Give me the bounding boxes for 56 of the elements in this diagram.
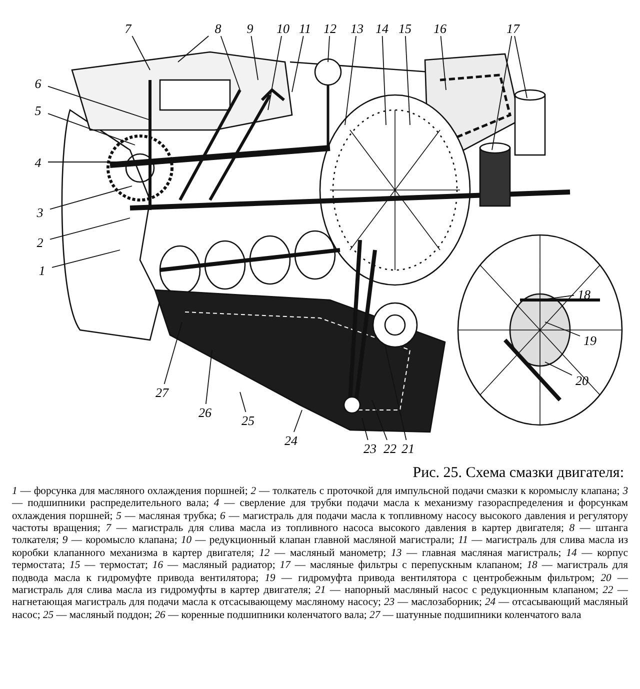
leader-line [292,36,304,92]
callout-number: 3 [36,206,44,218]
callout-number: 9 [246,22,254,34]
leader-line [220,36,240,90]
callout-number: 10 [276,22,290,34]
callout-number: 17 [506,22,520,34]
callout-number: 2 [36,236,44,248]
leader-line [492,36,512,150]
callout-number: 1 [38,264,46,276]
figure-title: Рис. 25. Схема смазки двигателя: [412,464,624,483]
callout-number: 25 [242,414,254,426]
leader-line [344,36,356,126]
callout-number: 18 [578,288,590,300]
leader-line [362,418,368,440]
callout-number: 6 [34,76,42,90]
leader-line [50,218,130,240]
leader-line [250,36,258,80]
callout-number: 4 [34,156,42,168]
callout-number: 21 [402,442,414,454]
callout-number: 22 [384,442,396,454]
callout-number: 19 [584,334,596,346]
callout-number: 24 [284,434,298,446]
leader-line [544,322,580,336]
callout-number: 26 [198,406,212,418]
leader-line [440,36,446,90]
callout-number: 20 [576,374,588,386]
leader-line [205,350,212,404]
leader-line [240,392,246,412]
leader-line [164,322,182,384]
leader-line [178,36,210,62]
leader-line [372,400,388,440]
callout-number: 5 [34,104,42,116]
leader-line [50,186,132,210]
leader-line [384,344,407,440]
callout-number: 27 [156,386,168,398]
callout-number: 13 [350,22,364,34]
callout-number: 11 [298,22,312,34]
callout-number: 14 [376,22,388,34]
callout-number: 8 [214,22,222,34]
leader-line [544,362,572,376]
figure-caption: 1 — форсунка для масляного охлаждения поршней; 2 — толкатель с проточкой для импульсной подачи смазки к коромыслу клапана; 3 — подшипники распределительного вала; 4 — сверление для трубки подачи масла к механизму газораспределения и форсункам охлаждения поршней; 5 — масляная трубка; 6 — магистраль для подачи масла к топливному насосу высокого давления и регулятору частоты вращения; 7 — магистраль для слива масла из топливного насоса высокого давления в картер двигателя; 8 — штанга толкателя; 9 — коромысло клапана; 10 — редукционный клапан главной масляной магистрали; 11 — магистраль для слива масла из коробки клапанного механизма в картер двигателя; 12 — масляный манометр; 13 — главная масляная магистраль; 14 — корпус термостата; 15 — термостат; 16 — масляный радиатор; 17 — масляные фильтры с перепускным клапаном; 18 — магистраль для подвода масла к гидромуфте привода вентилятора; 19 — гидромуфта привода вентилятора с центробежным фильтром; 20 — магистраль для слива масла из гидромуфты в картер двигателя; 21 — напорный масляный насос с редукционным клапаном; 22 — нагнетающая магистраль для подачи масла к отсасывающему масляному насосу; 23 — маслозаборник; 24 — отсасывающий масляный насос; 25 — масляный поддон; 26 — коренные подшипники коленчатого вала; 27 — шатунные подшипники коленчатого вала [12,486,628,622]
callout-number: 23 [364,442,376,454]
leader-line [52,250,120,268]
leader-line [48,86,150,120]
leader-line [132,36,150,70]
callout-number: 15 [398,22,412,34]
callout-number: 16 [434,22,446,34]
leader-line [382,36,386,126]
leader-line [514,36,528,98]
leader-line [293,410,302,432]
leader-line [48,113,136,146]
leader-line [268,36,282,110]
callout-number: 12 [324,22,336,34]
leader-line [404,36,410,126]
leader-line [328,36,330,62]
callout-number: 7 [124,22,132,34]
